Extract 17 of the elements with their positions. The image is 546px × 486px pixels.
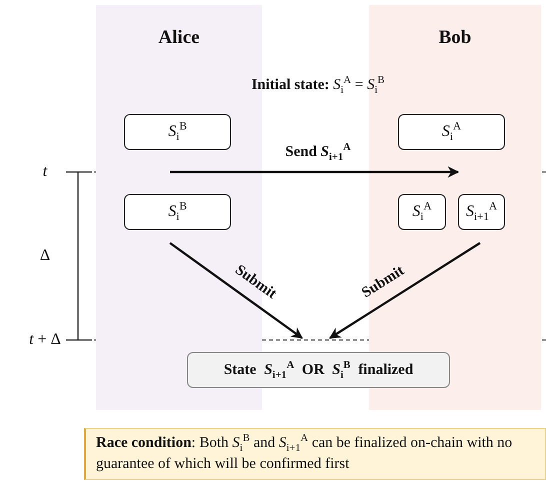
lane-title: Bob [438,27,472,49]
state-box [398,114,505,150]
note-text: Race condition: Both S$_{i}$$^{B}$ and S$_{i+1}$$^{A}$ can be finalized on-chain with no guarantee of which will be confirmed first [96,433,514,474]
state-box [398,194,446,230]
arrow [329,242,481,339]
lane-title: Alice [157,27,201,49]
state-box [124,194,231,230]
time-label: t + Δ [29,331,61,349]
arrow [169,242,303,339]
state-box [124,114,231,150]
note-box [84,428,546,480]
state-box [458,194,505,230]
result-box [187,352,450,388]
time-label: t [42,163,48,181]
result-text: State S$_{i+1}$$^{A}$ OR S$_{i}$$^{B}$ finalized [224,362,414,378]
arrow [170,166,460,178]
duration-label: Δ [40,247,50,265]
